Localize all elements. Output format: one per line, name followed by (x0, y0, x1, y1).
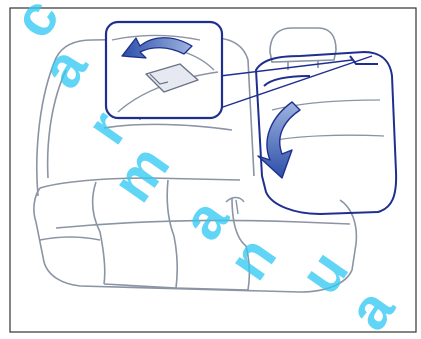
fold-forward-arrow-icon (258, 102, 300, 178)
seatbelt-buckles (226, 198, 244, 215)
svg-text:c: c (0, 0, 72, 49)
lever-detail-inset (106, 22, 372, 118)
svg-text:a: a (28, 36, 101, 98)
